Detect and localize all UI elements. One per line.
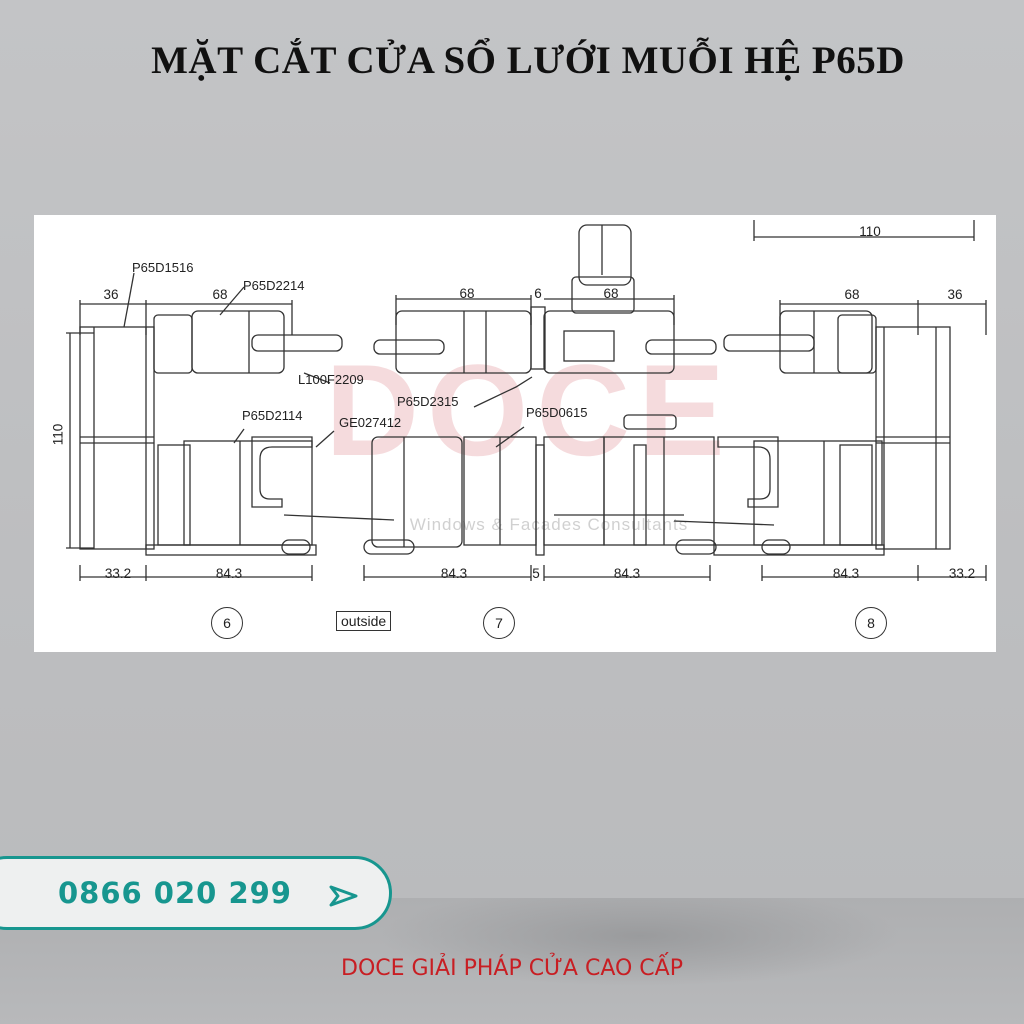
part-label-p65d2214: P65D2214	[243, 278, 305, 293]
dim-left-68: 68	[212, 287, 228, 302]
part-label-ge027412: GE027412	[339, 415, 402, 430]
section-marker-6: 6	[211, 607, 243, 639]
outside-label: outside	[336, 611, 392, 631]
dim-bottom-5: 5	[532, 566, 540, 581]
dim-bottom-84-1: 84.3	[215, 566, 243, 581]
cross-section-drawing: DOCE Windows & Facades Consultants	[34, 215, 996, 652]
dim-bottom-33-left: 33.2	[104, 566, 132, 581]
section-marker-8: 8	[855, 607, 887, 639]
dim-bottom-84-4: 84.3	[832, 566, 860, 581]
watermark-subtitle: Windows & Facades Consultants	[409, 515, 689, 534]
part-label-p65d1516: P65D1516	[132, 260, 194, 275]
arrow-right-icon[interactable]	[328, 882, 360, 910]
section-marker-7: 7	[483, 607, 515, 639]
part-label-p65d0615: P65D0615	[526, 405, 588, 420]
dim-mid-68: 68	[459, 286, 475, 301]
page-title: MẶT CẮT CỬA SỔ LƯỚI MUỖI HỆ P65D	[151, 39, 905, 82]
phone-number[interactable]: 0866 020 299	[58, 876, 292, 910]
slogan: DOCE GIẢI PHÁP CỬA CAO CẤP	[341, 956, 683, 981]
dim-bottom-84-3: 84.3	[613, 566, 641, 581]
dim-side-110: 110	[50, 423, 66, 446]
dim-mid-6: 6	[534, 286, 542, 301]
part-label-l100f2209: L100F2209	[298, 372, 364, 387]
phone-pill[interactable]	[0, 856, 392, 930]
watermark-logo: DOCE	[325, 337, 733, 483]
dim-bottom-33-right: 33.2	[948, 566, 976, 581]
part-label-p65d2114: P65D2114	[242, 408, 303, 423]
dim-top-110: 110	[859, 224, 881, 239]
dim-right-36: 36	[947, 287, 963, 302]
dim-mid-68b: 68	[603, 286, 619, 301]
dim-right-68: 68	[844, 287, 860, 302]
dim-bottom-84-2: 84.3	[440, 566, 468, 581]
part-label-p65d2315: P65D2315	[397, 394, 459, 409]
profile-lines	[66, 220, 987, 581]
dim-left-36: 36	[103, 287, 119, 302]
